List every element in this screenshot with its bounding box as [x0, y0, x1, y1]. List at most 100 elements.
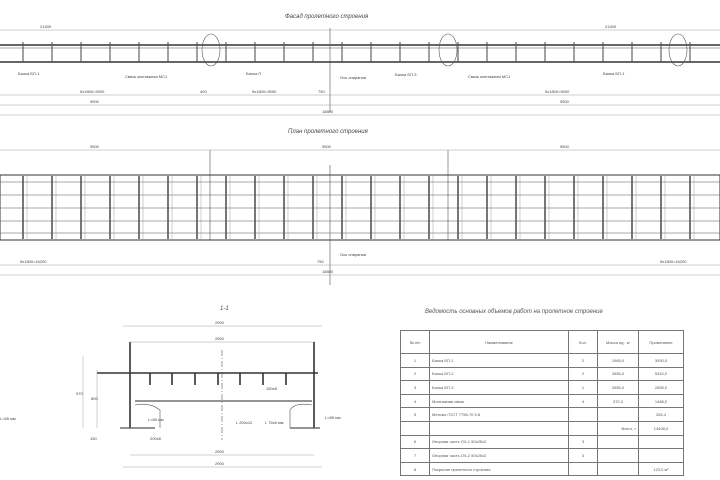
- dim-right-spacing: 5x1800=9000: [545, 89, 570, 94]
- label-angle: L 200x12: [236, 420, 253, 425]
- connection-callout: [438, 33, 458, 67]
- table-cell: 3: [400, 380, 430, 395]
- table-title: Ведомость основных объемов работ на прол…: [425, 309, 603, 315]
- table-cell: Покрытие пролетного строения: [429, 461, 569, 477]
- dim-right-span: 9500: [560, 99, 570, 104]
- label-angle: L=85 мм: [148, 417, 164, 422]
- table-cell: 3930,0: [638, 353, 684, 368]
- dim-gap: 400: [200, 89, 207, 94]
- table-cell: 2: [400, 366, 430, 382]
- dim-plan-left: 9500: [90, 144, 100, 149]
- elevation-view: Фасад пролетного строения 21400 21400 Ба…: [0, 14, 720, 116]
- table-cell: 2655,0: [597, 366, 639, 382]
- table-cell: Опорная часть ОЧ-2 50х25х2: [429, 448, 569, 463]
- dim-gap: 750: [317, 259, 324, 264]
- section-view: 1-1 2900 2500 970 800 150 L=85 мм 200x8 …: [0, 306, 341, 468]
- table-cell: [597, 434, 639, 450]
- label-angle: L 75x6 мм: [265, 420, 284, 425]
- table-cell: 1: [400, 353, 430, 368]
- dim-top-total: 2900: [215, 320, 225, 325]
- table-cell: 4: [400, 393, 430, 409]
- table-cell: 372,0: [597, 393, 639, 409]
- plan-title: План пролетного строения: [288, 129, 369, 135]
- dim-plan-mid: 9500: [322, 144, 332, 149]
- table-cell: 3: [568, 448, 598, 463]
- quantities-table: № п/п Наименование Кол. Масса ед., кг Пр…: [400, 330, 684, 477]
- label-beam: Балка БП-3: [395, 72, 417, 77]
- col-header: Примечание: [638, 330, 684, 354]
- connection-callout: [201, 33, 221, 67]
- table-cell: 3: [568, 434, 598, 450]
- table-cell: [568, 407, 598, 422]
- table-header-row: № п/п Наименование Кол. Масса ед., кг Пр…: [400, 330, 684, 354]
- table-cell: Всего, т: [597, 420, 639, 436]
- table-cell: 123,0 м²: [638, 461, 684, 477]
- table-cell: [597, 461, 639, 477]
- dim-top-inner: 2500: [215, 336, 225, 341]
- table-cell: Метизы ГОСТ 7798-70 5.8: [429, 407, 569, 422]
- table-cell: [597, 407, 639, 422]
- label-beam: Балка П: [246, 71, 261, 76]
- table-cell: 5: [400, 407, 430, 422]
- dim-plan-right: 9500: [560, 144, 570, 149]
- dim-edge: 150: [90, 436, 97, 441]
- table-cell: 4: [568, 393, 598, 409]
- table-cell: Балка БП-3: [429, 380, 569, 395]
- elevation-verticals: [22, 42, 691, 62]
- table-cell: Балка БП-1: [429, 353, 569, 368]
- label-beam: Балка БП-1: [18, 71, 40, 76]
- table-cell: Опорная часть ОЧ-1 50х25х2: [429, 434, 569, 450]
- table-cell: 14408,0: [638, 420, 684, 436]
- label-plate: 200x8: [150, 436, 162, 441]
- label-angle: L=85 мм: [325, 415, 341, 420]
- table-cell: [597, 448, 639, 463]
- plan-view: План пролетного строения 9500 9500 9500 …: [0, 129, 720, 285]
- table-cell: Балка БП-2: [429, 366, 569, 382]
- table-cell: 2: [568, 353, 598, 368]
- label-brace: Связь монтажная МС1: [125, 74, 168, 79]
- table-cell: [429, 420, 569, 436]
- col-header: Кол.: [568, 330, 598, 354]
- label-support-axis: Ось опирания: [340, 75, 366, 80]
- dim-height-inner: 800: [91, 396, 98, 401]
- table-cell: [638, 448, 684, 463]
- label-plate: 150x8: [266, 386, 278, 391]
- dim-left-spacing: 5x1800=9000: [80, 89, 105, 94]
- table-cell: [568, 420, 598, 436]
- table-cell: 5310,0: [638, 366, 684, 382]
- table-cell: 2: [568, 366, 598, 382]
- table-cell: 1488,0: [638, 393, 684, 409]
- table-cell: 1: [568, 380, 598, 395]
- table-cell: 7: [400, 448, 430, 463]
- table-cell: 326,4: [638, 407, 684, 422]
- dim-plan-right-bottom: 9x1800=16200: [660, 259, 687, 264]
- table-cell: [400, 420, 430, 436]
- dim-mid-spacing: 5x1800=9000: [252, 89, 277, 94]
- table-cell: [638, 434, 684, 450]
- label-angle: L=85 мм: [0, 416, 16, 421]
- dim-overall: 18800: [322, 269, 334, 274]
- table-cell: 6: [400, 434, 430, 450]
- haunch: [134, 403, 313, 428]
- col-header: № п/п: [400, 330, 430, 354]
- dim-bottom-total: 2900: [215, 461, 225, 466]
- dim-height-total: 970: [76, 391, 83, 396]
- dim-gap: 750: [318, 89, 325, 94]
- dim-left-total: 21400: [40, 24, 52, 29]
- plan-grid: [0, 176, 720, 239]
- dim-plan-left-bottom: 9x1800=16200: [20, 259, 47, 264]
- table-cell: Монтажная связь: [429, 393, 569, 409]
- table-cell: 8: [400, 461, 430, 477]
- table-cell: 2655,0: [597, 380, 639, 395]
- section-title: 1-1: [220, 306, 229, 312]
- stringers: [149, 373, 287, 385]
- table-cell: 1965,0: [597, 353, 639, 368]
- table-cell: [568, 461, 598, 477]
- dim-left-span: 9500: [90, 99, 100, 104]
- dim-overall: 18800: [322, 109, 334, 114]
